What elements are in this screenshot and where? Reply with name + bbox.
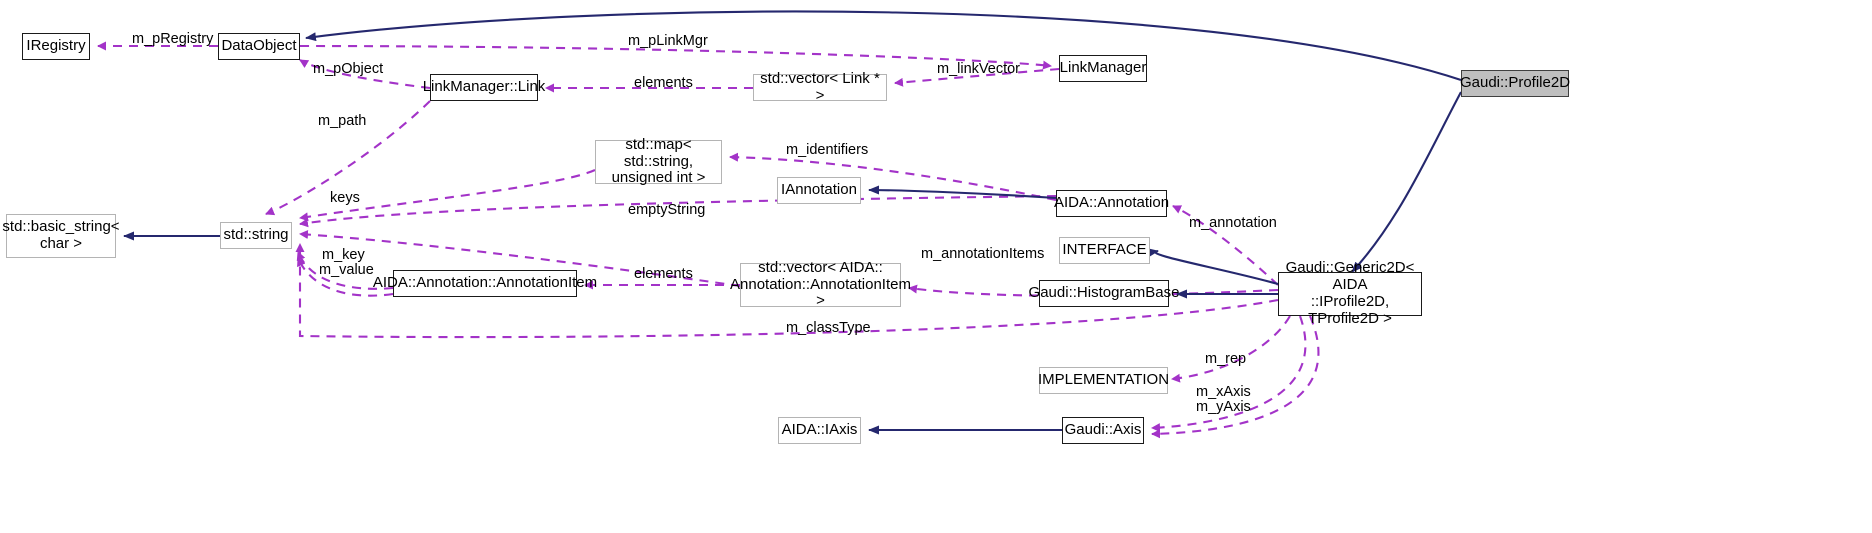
node-vector-annotation-item[interactable]: std::vector< AIDA:: Annotation::Annotati… (730, 258, 911, 310)
node-linkmanager-link[interactable]: LinkManager::Link (423, 74, 545, 101)
edge-label-m-annotationitems: m_annotationItems (921, 246, 1045, 262)
node-map-string-uint[interactable]: std::map< std::string, unsigned int > (595, 136, 722, 186)
node-vector-link[interactable]: std::vector< Link * > (753, 70, 887, 103)
node-aida-iaxis[interactable]: AIDA::IAxis (778, 417, 861, 444)
usage-edges (97, 41, 1320, 439)
edge-label-m-identifiers: m_identifiers (786, 142, 869, 158)
edge-label-m-path: m_path (318, 113, 367, 129)
edge-label-keys: keys (330, 190, 360, 206)
edge-label-m-xaxis: m_xAxis (1196, 384, 1251, 400)
edge-label-m-linkvector: m_linkVector (937, 61, 1021, 77)
node-gaudi-generic2d[interactable]: Gaudi::Generic2D< AIDA ::IProfile2D, TPr… (1278, 260, 1422, 327)
node-linkmanager[interactable]: LinkManager (1059, 55, 1147, 82)
edge-label-m-classtype: m_classType (786, 320, 871, 336)
node-gaudi-profile2d[interactable]: Gaudi::Profile2D (1460, 70, 1570, 97)
node-interface[interactable]: INTERFACE (1059, 237, 1150, 264)
node-basic-string[interactable]: std::basic_string< char > (2, 214, 120, 258)
edge-label-m-annotation: m_annotation (1189, 215, 1277, 231)
node-dataobject[interactable]: DataObject (218, 33, 300, 60)
node-aida-annotation[interactable]: AIDA::Annotation (1054, 190, 1169, 217)
node-iannotation[interactable]: IAnnotation (777, 177, 861, 204)
node-gaudi-axis[interactable]: Gaudi::Axis (1062, 417, 1144, 444)
edge-label-m-yaxis: m_yAxis (1196, 399, 1251, 415)
edge-label-m-key: m_key (322, 247, 365, 263)
node-implementation[interactable]: IMPLEMENTATION (1038, 367, 1169, 394)
edge-label-m-pregistry: m_pRegistry (132, 31, 214, 47)
edge-label-emptystring: emptyString (628, 202, 706, 218)
edge-label-m-value: m_value (319, 262, 374, 278)
node-annotation-item[interactable]: AIDA::Annotation::AnnotationItem (373, 270, 597, 297)
inheritance-edges (123, 10, 1462, 435)
edge-label-m-pobject: m_pObject (313, 61, 384, 77)
node-std-string[interactable]: std::string (220, 222, 292, 249)
edge-label-m-rep: m_rep (1205, 351, 1247, 367)
edge-label-elements-items: elements (634, 266, 693, 282)
edge-label-m-plinkmgr: m_pLinkMgr (628, 33, 708, 49)
node-iregistry[interactable]: IRegistry (22, 33, 90, 60)
node-gaudi-histogrambase[interactable]: Gaudi::HistogramBase (1029, 280, 1179, 307)
edge-label-elements-link: elements (634, 75, 693, 91)
